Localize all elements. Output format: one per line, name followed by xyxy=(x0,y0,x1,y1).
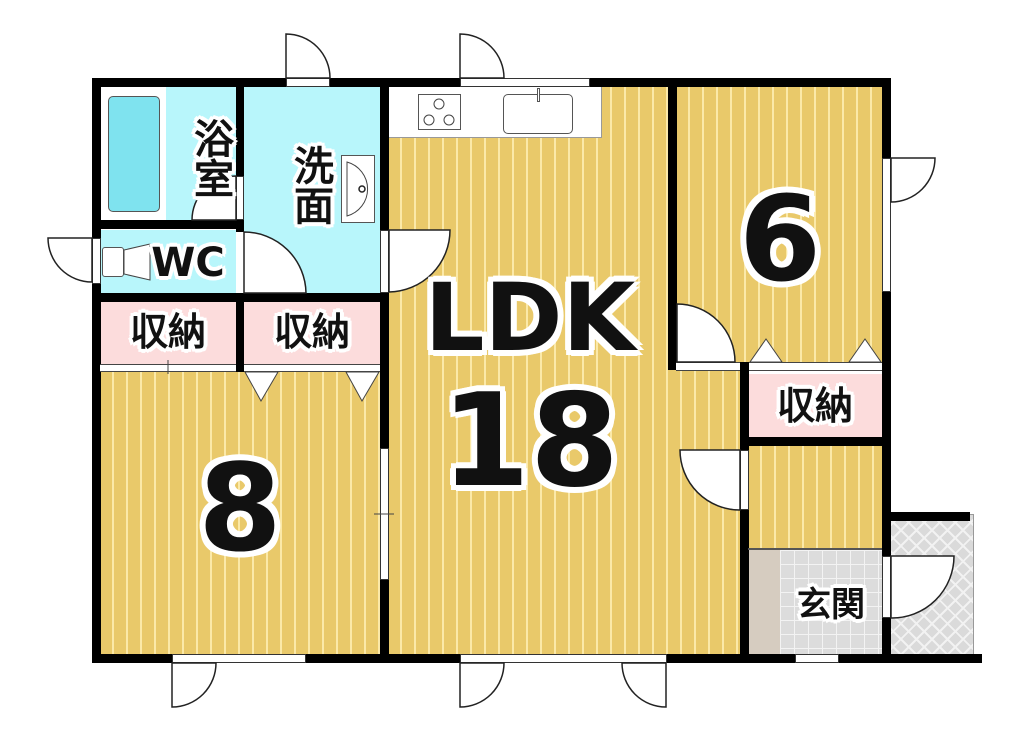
label-entrance: 玄関 xyxy=(797,585,865,625)
door-opening-wc[interactable] xyxy=(92,238,101,284)
wall-room8-ldk-upper xyxy=(380,293,389,448)
sliding-door-room8-ldk[interactable] xyxy=(380,448,389,580)
label-storage-right: 収納 xyxy=(776,384,853,428)
bathtub-basin xyxy=(108,96,160,212)
wall-bath-wc xyxy=(92,220,244,229)
wall-bath-washroom xyxy=(236,86,244,176)
door-opening-washroom-top[interactable] xyxy=(286,78,330,87)
ldk-floor-ext xyxy=(668,370,742,654)
door-opening-bath[interactable] xyxy=(236,176,244,220)
wall-room8-ldk-lower xyxy=(380,580,389,662)
wall-storage-divider xyxy=(236,293,244,372)
wall-porch-top xyxy=(882,512,970,521)
storage-middle-floor xyxy=(244,302,380,364)
toilet-tank xyxy=(102,247,124,277)
wall-wc-washroom xyxy=(236,220,244,232)
window-room6[interactable] xyxy=(882,158,891,292)
wall-hall-left-lower xyxy=(740,510,749,662)
label-room6: 6 xyxy=(738,170,822,308)
label-ldk-size: 18 xyxy=(440,367,620,516)
storage-left-floor xyxy=(100,302,236,364)
wall-right-main xyxy=(882,78,891,662)
entrance-edge xyxy=(748,548,882,550)
door-opening-kitchen-top[interactable] xyxy=(460,78,590,87)
wall-storage-hall xyxy=(740,437,890,446)
label-room8: 8 xyxy=(198,440,282,579)
label-bath: 浴室 xyxy=(187,118,233,198)
label-washroom: 洗面 xyxy=(287,145,333,225)
label-wc: WC xyxy=(151,240,225,286)
window-ldk-bottom[interactable] xyxy=(460,654,667,663)
label-storage-middle: 収納 xyxy=(273,310,350,354)
hall-floor xyxy=(748,446,882,550)
wall-left xyxy=(92,78,101,662)
label-ldk: LDK xyxy=(424,264,636,373)
room8-floor xyxy=(100,372,380,654)
entrance-step xyxy=(748,550,780,654)
label-storage-left: 収納 xyxy=(129,310,206,354)
storage-right-floor xyxy=(748,374,882,438)
door-opening-hall[interactable] xyxy=(740,450,749,510)
door-opening-washroom-ldk[interactable] xyxy=(380,230,389,293)
stove xyxy=(418,94,461,130)
faucet xyxy=(537,88,540,102)
wall-room6-bottom xyxy=(676,362,882,371)
door-opening-entrance[interactable] xyxy=(882,556,891,618)
window-entrance-bottom[interactable] xyxy=(795,654,839,663)
wall-washroom-ldk xyxy=(380,78,389,230)
wash-basin xyxy=(341,155,375,223)
porch xyxy=(890,514,974,660)
entrance-floor xyxy=(780,550,882,654)
window-room8-bottom[interactable] xyxy=(172,654,306,663)
wall-ldk-room6 xyxy=(668,78,677,370)
wall-hall-left-upper xyxy=(740,362,749,450)
